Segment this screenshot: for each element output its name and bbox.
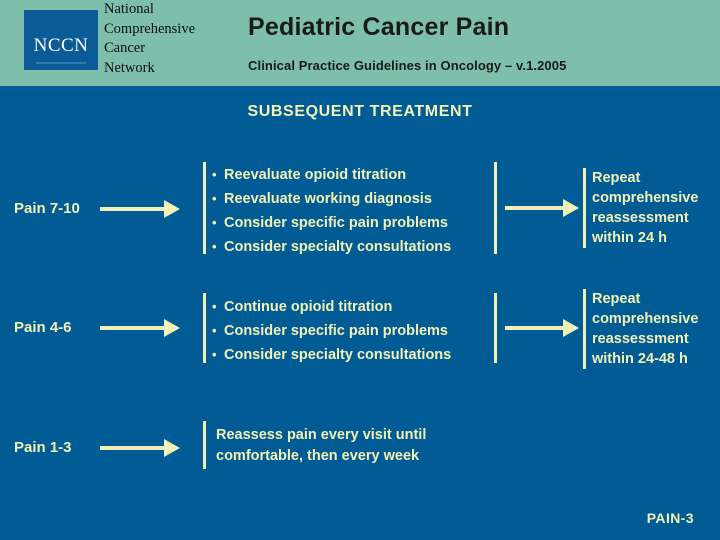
action-item: Consider specialty consultations xyxy=(212,343,451,367)
action-text: Reassess pain every visit until comforta… xyxy=(216,425,426,467)
page-code: PAIN-3 xyxy=(646,510,694,526)
page-title: Pediatric Cancer Pain xyxy=(248,13,510,41)
action-bracket-right xyxy=(494,293,497,363)
flow-arrow xyxy=(100,319,180,337)
nccn-logo: NCCN xyxy=(24,10,98,70)
outcome-bracket xyxy=(583,289,586,369)
action-list: Reevaluate opioid titration Reevaluate w… xyxy=(212,163,451,259)
outcome-text: Repeat comprehensive reassessment within… xyxy=(592,170,699,246)
outcome-text: Repeat comprehensive reassessment within… xyxy=(592,291,699,367)
section-heading: SUBSEQUENT TREATMENT xyxy=(247,103,473,120)
pain-level-label: Pain 7-10 xyxy=(14,200,80,217)
pathway-row-pain-1-3: Pain 1-3 Reassess pain every visit until… xyxy=(0,415,720,485)
action-bracket-left xyxy=(203,293,206,363)
action-item: Consider specialty consultations xyxy=(212,235,451,259)
pain-level-label: Pain 4-6 xyxy=(14,319,72,336)
action-item: Consider specific pain problems xyxy=(212,211,451,235)
flow-arrow xyxy=(100,200,180,218)
slide-header: NCCN National Comprehensive Cancer Netwo… xyxy=(0,0,720,86)
action-bracket-left xyxy=(203,421,206,469)
nccn-org-line-3: Cancer xyxy=(104,40,146,56)
action-item: Reevaluate working diagnosis xyxy=(212,187,451,211)
nccn-org-line-4: Network xyxy=(104,59,155,76)
pathway-row-pain-4-6: Pain 4-6 Continue opioid titration Consi… xyxy=(0,287,720,387)
nccn-logo-underline xyxy=(36,62,86,64)
outcome-arrow xyxy=(505,199,580,217)
header-divider xyxy=(0,86,720,89)
action-list: Continue opioid titration Consider speci… xyxy=(212,295,451,367)
nccn-org-name: National Comprehensive Cancer Network xyxy=(104,0,236,78)
action-bracket-left xyxy=(203,162,206,254)
action-item: Consider specific pain problems xyxy=(212,319,451,343)
page-subtitle: Clinical Practice Guidelines in Oncology… xyxy=(248,58,567,73)
pathway-row-pain-7-10: Pain 7-10 Reevaluate opioid titration Re… xyxy=(0,160,720,260)
nccn-org-line-1: National xyxy=(104,1,154,17)
nccn-org-line-2: Comprehensive xyxy=(104,20,196,37)
outcome-bracket xyxy=(583,168,586,248)
action-text-line: comfortable, then every week xyxy=(216,448,420,464)
action-bracket-right xyxy=(494,162,497,254)
pain-level-label: Pain 1-3 xyxy=(14,439,72,456)
nccn-logo-text: NCCN xyxy=(33,35,89,56)
flow-arrow xyxy=(100,439,180,457)
action-item: Reevaluate opioid titration xyxy=(212,163,451,187)
action-text-line: Reassess pain every visit until xyxy=(216,427,427,443)
action-item: Continue opioid titration xyxy=(212,295,451,319)
outcome-arrow xyxy=(505,319,580,337)
